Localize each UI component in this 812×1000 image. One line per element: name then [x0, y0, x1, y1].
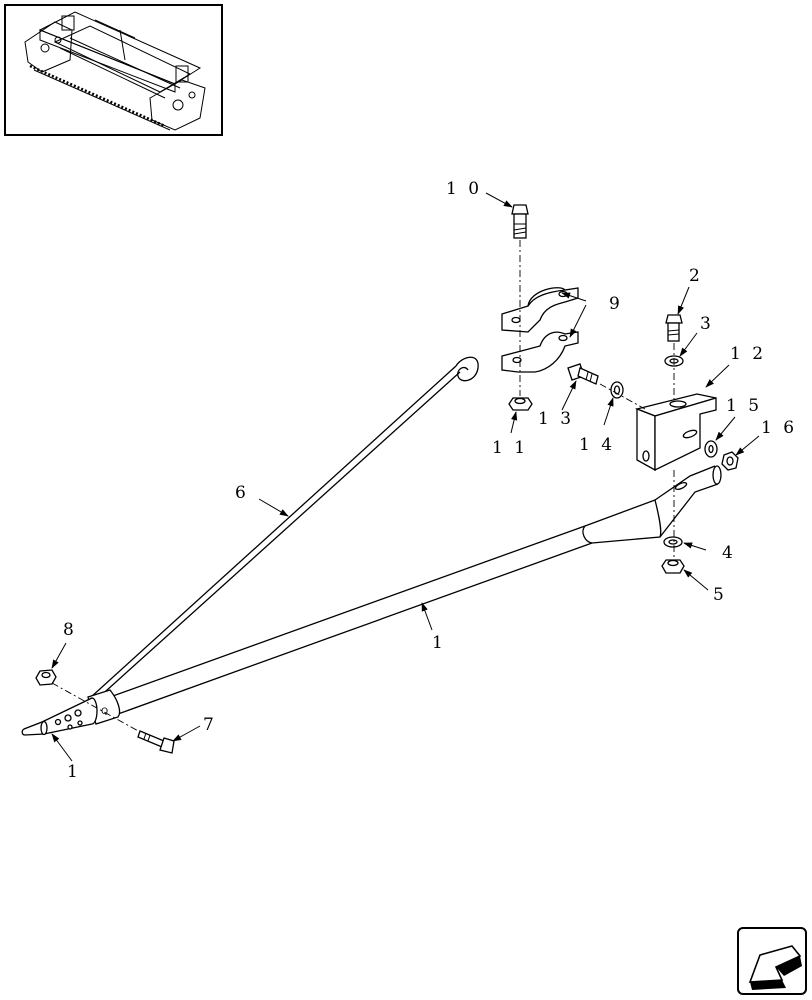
part-16-nut	[721, 451, 739, 471]
callout-10: 1 0	[446, 179, 482, 199]
header-assembly-thumbnail-icon	[24, 11, 206, 131]
part-9-clamp-halves	[501, 287, 579, 373]
part-8-nut	[35, 669, 57, 686]
part-13-bolt	[567, 363, 599, 385]
callout-1-end: 1	[67, 762, 81, 782]
part-15-washer	[704, 440, 718, 458]
previous-page-arrow-icon[interactable]	[737, 927, 807, 995]
part-4-washer	[663, 536, 683, 548]
callout-6: 6	[235, 483, 249, 503]
part-6-hook-rod	[79, 356, 479, 710]
callout-3: 3	[700, 314, 714, 334]
part-11-nut	[508, 397, 533, 411]
callout-4: 4	[722, 543, 736, 563]
part-10-bolt	[511, 204, 529, 239]
callout-8: 8	[63, 620, 77, 640]
callout-16: 1 6	[761, 418, 797, 438]
assembly-center-lines	[51, 240, 675, 733]
callout-11: 1 1	[492, 438, 528, 458]
callout-14: 1 4	[579, 435, 615, 455]
callout-labels: 1 0 9 2 3 1 2 1 5 1 6 1 3 1 4 1 1 6 4 5 …	[63, 179, 797, 782]
part-1-main-tube: Q	[21, 465, 722, 736]
part-12-bracket	[634, 393, 717, 472]
callout-5: 5	[713, 585, 727, 605]
inset-thumbnail	[4, 4, 223, 136]
leader-arrows	[51, 192, 760, 762]
callout-9: 9	[609, 294, 623, 314]
callout-12: 1 2	[730, 344, 766, 364]
callout-7: 7	[203, 715, 217, 735]
part-14-washer	[610, 381, 624, 399]
part-5-nut	[661, 559, 685, 574]
part-7-bolt	[137, 730, 175, 754]
part-2-bolt	[665, 314, 683, 342]
callout-15: 1 5	[726, 396, 762, 416]
callout-13: 1 3	[538, 409, 574, 429]
callout-1-tube: 1	[432, 633, 446, 653]
callout-2: 2	[689, 266, 703, 286]
